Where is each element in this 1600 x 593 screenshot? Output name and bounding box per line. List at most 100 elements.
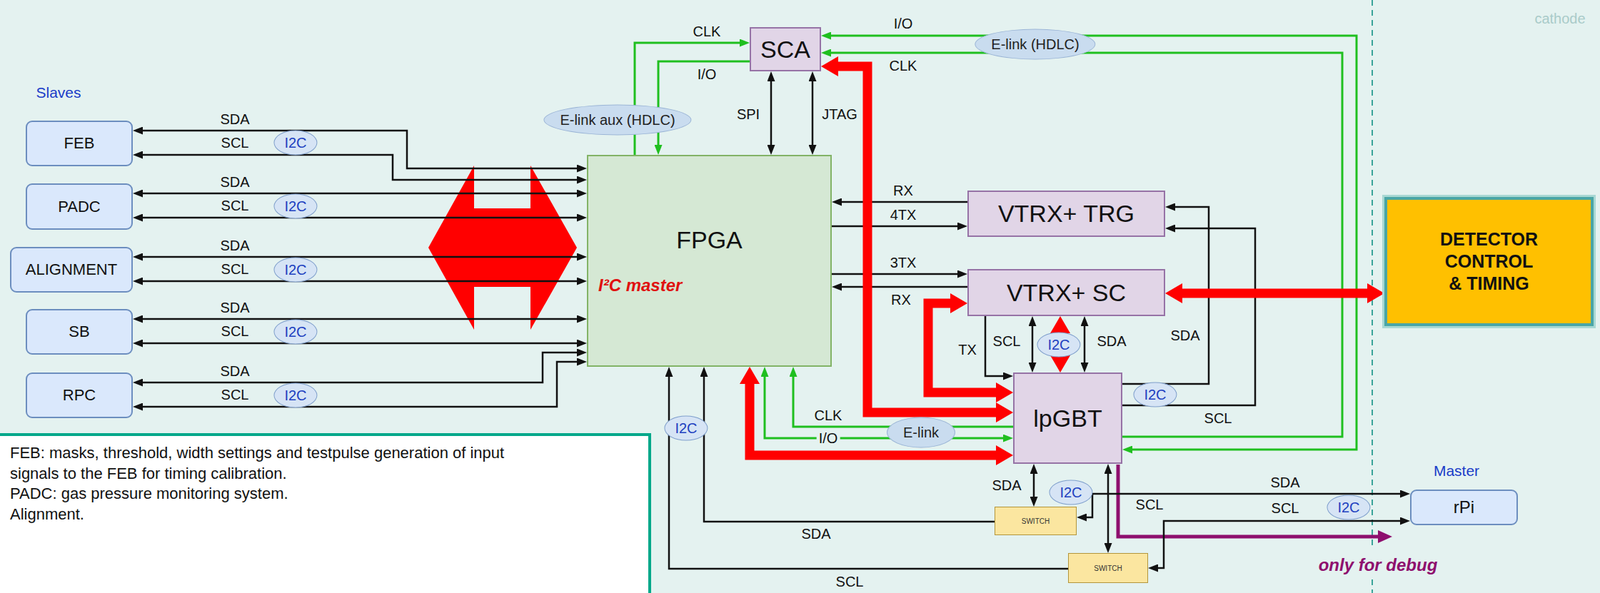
node-text: FEB [64, 134, 95, 153]
signal-label: RX [891, 182, 916, 200]
label-text: I2C [284, 198, 307, 215]
node-text: PADC: gas pressure monitoring system. [9, 484, 289, 505]
thick-link-arrow [928, 303, 996, 393]
node-text: I²C master [598, 275, 682, 296]
fpga-box: FPGAI²C master [586, 154, 832, 367]
signal-name: I/O [891, 15, 916, 33]
signal-wire [1083, 326, 1086, 363]
slave-box: RPC [25, 372, 133, 419]
signal-name: SCL [990, 333, 1024, 350]
signal-label: SCL [1133, 496, 1166, 514]
switch-box: SWITCH [994, 506, 1077, 536]
boundary-line [1371, 0, 1373, 547]
bus-tag: I2C [1133, 382, 1177, 408]
node-text: FEB: masks, threshold, width settings an… [9, 443, 510, 485]
label-text: E-link [903, 424, 939, 442]
signal-label: SDA [217, 237, 252, 255]
bus-tag: I2C [1326, 495, 1371, 521]
signal-wire [831, 225, 958, 228]
clock-link [658, 61, 750, 145]
slave-box: FEB [25, 120, 133, 167]
signal-label: SPI [734, 106, 762, 123]
node-text: ALIGNMENT [25, 260, 118, 280]
signal-label: I/O [695, 66, 719, 83]
label-text: I2C [674, 420, 697, 437]
signal-label: RX [888, 292, 914, 309]
label-text: E-link (HDLC) [990, 36, 1079, 53]
signal-wire [142, 192, 577, 195]
signal-wire [811, 81, 814, 145]
signal-name: SDA [1094, 333, 1129, 350]
signal-name: RX [891, 182, 916, 200]
switch-box: SWITCH [1068, 553, 1149, 584]
signal-name: SDA [989, 477, 1024, 495]
label-text: I2C [1337, 499, 1360, 517]
signal-label: SDA [217, 299, 252, 317]
node-text: rPi [1453, 497, 1475, 518]
group-heading: Master [1433, 462, 1480, 480]
label-text: I2C [1143, 386, 1166, 404]
signal-name: SCL [219, 261, 252, 278]
signal-label: JTAG [819, 106, 860, 123]
signal-wire [841, 201, 968, 204]
bus-tag: I2C [663, 416, 708, 442]
signal-wire [142, 217, 577, 220]
signal-name: SPI [734, 106, 762, 123]
signal-label: SCL [1269, 500, 1302, 517]
link-cloud: E-link (HDLC) [974, 29, 1096, 60]
signal-label: SDA [1168, 327, 1202, 345]
bus-tag: I2C [1048, 480, 1093, 506]
signal-label: SCL [833, 574, 867, 591]
bus-tag: I2C [273, 319, 318, 345]
signal-wire [142, 256, 577, 259]
label-text: I2C [1059, 484, 1082, 502]
slave-box: SB [25, 309, 133, 355]
signal-name: 4TX [888, 207, 919, 224]
signal-wire [142, 352, 577, 383]
bus-tag: I2C [273, 257, 318, 283]
signal-name: SDA [1168, 327, 1202, 345]
signal-name: SCL [219, 197, 252, 215]
label-text: cathode [1534, 10, 1586, 28]
signal-label: CLK [691, 23, 724, 40]
signal-name: CLK [691, 23, 724, 40]
node-text: SWITCH [1021, 517, 1050, 526]
signal-label: SCL [219, 261, 252, 278]
signal-wire [841, 286, 968, 289]
signal-label: SDA [1094, 333, 1129, 350]
node-text: PADC [57, 197, 101, 217]
signal-wire [1122, 228, 1256, 406]
debug-note: only for debug [1315, 555, 1441, 576]
clock-link [634, 42, 740, 155]
signal-name: I/O [816, 430, 841, 447]
control-box: DETECTOR CONTROL & TIMING [1384, 197, 1594, 327]
label-text: E-link aux (HDLC) [559, 112, 675, 129]
signal-name: SDA [217, 299, 252, 317]
signal-name: SDA [1268, 474, 1302, 492]
signal-label: SCL [219, 386, 252, 404]
signal-wire [1031, 326, 1034, 363]
boundary-line [1371, 579, 1373, 593]
signal-wire [142, 342, 577, 345]
signal-name: SCL [219, 134, 252, 152]
node-text: RPC [62, 386, 96, 405]
node-text: SB [68, 322, 90, 342]
signal-name: SCL [1269, 500, 1302, 517]
signal-name: SCL [219, 386, 252, 404]
signal-label: I/O [816, 430, 841, 447]
signal-label: SDA [217, 174, 252, 191]
signal-wire [142, 361, 577, 407]
label-text: Slaves [35, 84, 81, 102]
signal-name: SCL [833, 574, 867, 591]
label-text: only for debug [1318, 555, 1438, 576]
signal-label: SDA [217, 111, 252, 128]
group-heading: Slaves [35, 84, 81, 102]
signal-name: SDA [217, 363, 252, 380]
signal-name: SCL [1133, 496, 1166, 514]
signal-label: SCL [219, 134, 252, 152]
slave-box: PADC [25, 183, 133, 230]
signal-name: SDA [798, 526, 833, 543]
signal-label: SDA [217, 363, 252, 380]
link-cloud: E-link aux (HDLC) [543, 104, 692, 136]
label-text: I2C [284, 134, 307, 152]
